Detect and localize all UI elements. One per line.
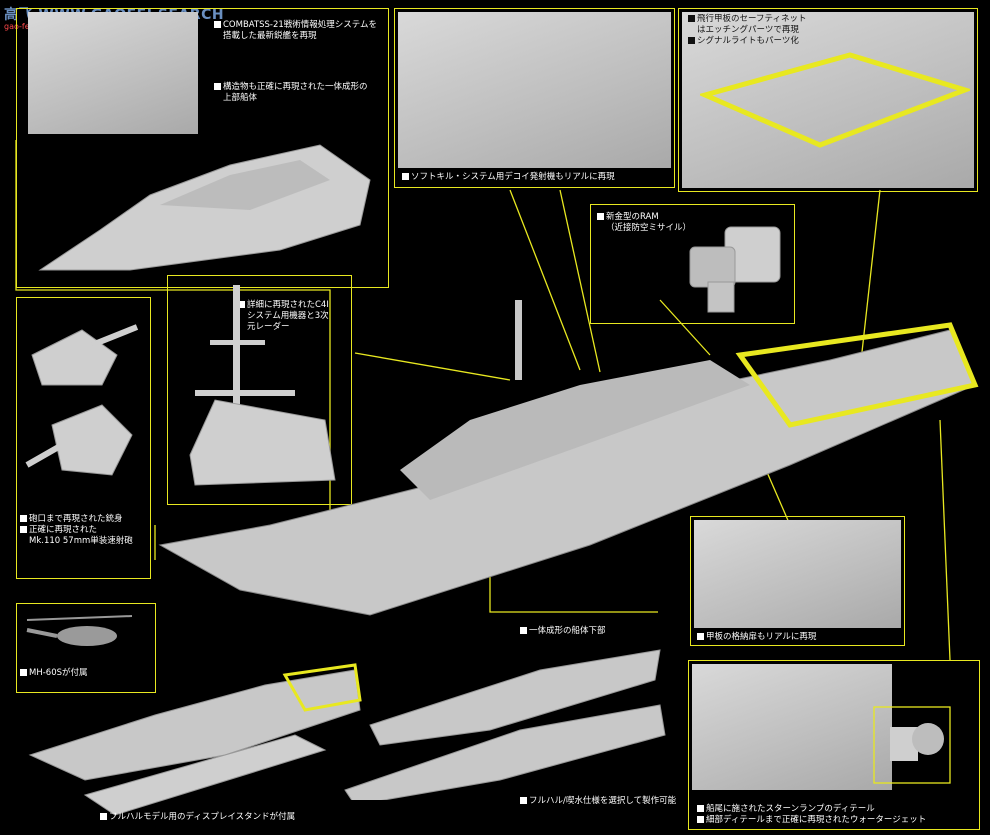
watermark-domain: gao-fei.com [4,22,52,31]
upper-hull-model [38,144,371,271]
panel-softkill [394,8,675,188]
line-c4i [354,352,511,381]
photo-combatss-detail [28,12,198,134]
caption-gun: 砲口まで再現された銃身 正確に再現された Mk.110 57mm単装速射砲 [20,514,133,547]
panel-hangar [690,516,905,646]
flight-deck-net [700,52,970,148]
caption-hull-upper: 構造物も正確に再現された一体成形の 上部船体 [214,82,368,104]
caption-combatss: COMBATSS-21戦術情報処理システムを 搭載した最新鋭艦を再現 [214,20,377,42]
caption-stand: フルハルモデル用のディスプレイスタンドが付属 [100,812,295,823]
fullhull-stand-model [28,663,362,816]
photo-flight-deck [682,12,974,188]
line-safety [859,189,881,371]
caption-stern: 船尾に施されたスターンランプのディテール 細部ディテールまで正確に再現されたウォ… [697,804,926,826]
lower-hull-parts [344,649,666,800]
caption-lower-hull: 一体成形の船体下部 [520,626,606,637]
caption-ram: 新金型のRAM （近接防空ミサイル） [597,212,691,234]
line-ram [659,299,711,356]
panel-upper-hull [16,8,389,288]
caption-softkill: ソフトキル・システム用デコイ発射機もリアルに再現 [402,172,615,183]
mast-model [189,285,336,486]
main-ship-model [158,300,979,616]
waterjet-detail [873,706,951,784]
photo-softkill [398,12,671,168]
panel-stern [688,660,980,830]
caption-hangar: 甲板の格納扉もリアルに再現 [697,632,816,643]
line-stern [939,419,951,661]
panel-safety-net [678,8,978,192]
panel-c4i [167,275,352,505]
caption-safety-net: 飛行甲板のセーフティネット はエッチングパーツで再現 シグナルライトもパーツ化 [688,14,806,47]
photo-hangar-door [694,520,901,628]
panel-ram [590,204,795,324]
caption-mh60: MH-60Sが付属 [20,668,88,679]
ram-launcher-model [689,226,781,313]
line-softkill [509,189,581,371]
gun-turret-model [25,324,139,476]
line-softkill-2 [559,189,601,373]
panel-gun [16,297,151,579]
caption-fullhull: フルハル/喫水仕様を選択して製作可能 [520,796,676,807]
caption-c4i: 詳細に再現されたC4I システム用機器と3次 元レーダー [238,300,329,333]
photo-stern-waterjet [692,664,892,790]
panel-mh60 [16,603,156,693]
helicopter-model [26,615,133,646]
